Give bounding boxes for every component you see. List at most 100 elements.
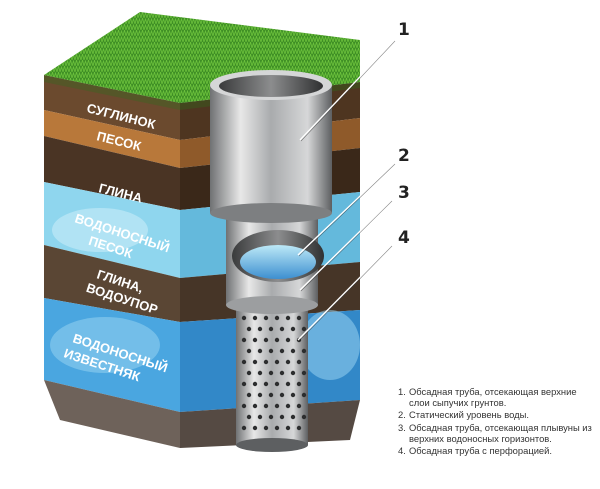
perforation-hole <box>274 403 280 409</box>
perforation-hole <box>257 348 263 354</box>
perforation-hole <box>257 370 263 376</box>
perforation-hole <box>268 348 274 354</box>
perforation-hole <box>274 425 280 431</box>
perforation-hole <box>252 315 258 321</box>
leader-2 <box>297 162 396 256</box>
perforation-hole <box>285 403 291 409</box>
leader-1 <box>299 39 396 141</box>
perforation-hole <box>285 337 291 343</box>
legend-text: Обсадная труба с перфорацией. <box>409 445 552 457</box>
legend-num: 4. <box>398 445 406 457</box>
perforation-hole <box>246 326 252 332</box>
perforation-hole <box>241 337 247 343</box>
legend-num: 1. <box>398 386 406 397</box>
perforation-hole <box>279 392 285 398</box>
upper-pipe <box>210 85 332 213</box>
perforation-hole <box>296 381 302 387</box>
perforation-hole <box>301 392 307 398</box>
perforation-hole <box>290 370 296 376</box>
perforation-hole <box>263 315 269 321</box>
perforation-hole <box>296 359 302 365</box>
perforation-hole <box>290 414 296 420</box>
upper-pipe-bottom <box>210 203 332 223</box>
perforation-hole <box>274 337 280 343</box>
callout-number-2: 2 <box>398 146 410 166</box>
perforation-hole <box>257 326 263 332</box>
perforation-hole <box>252 381 258 387</box>
perforation-hole <box>279 326 285 332</box>
leader-3 <box>299 199 393 291</box>
perforation-hole <box>263 425 269 431</box>
perforation-hole <box>296 403 302 409</box>
perforation-hole <box>241 315 247 321</box>
perforation-hole <box>274 359 280 365</box>
perforation-hole <box>252 337 258 343</box>
perforation-hole <box>290 326 296 332</box>
callout-lines-shadow <box>298 40 396 342</box>
perforation-hole <box>246 370 252 376</box>
layer-sand <box>44 110 180 168</box>
water-splash <box>300 310 360 380</box>
legend-item: 4.Обсадная труба с перфорацией. <box>398 445 594 456</box>
perforation-hole <box>268 414 274 420</box>
perforation-hole <box>246 414 252 420</box>
perforation-hole <box>263 381 269 387</box>
legend-item: 1.Обсадная труба, отсекающая верхние сло… <box>398 386 594 408</box>
perforation-hole <box>252 425 258 431</box>
perforation-hole <box>285 381 291 387</box>
legend-text: Обсадная труба, отсекающая верхние слои … <box>409 386 577 409</box>
layer-clay <box>44 136 180 210</box>
perforated-pipe-bottom <box>236 438 308 452</box>
layer-bedrock <box>44 380 180 448</box>
perforation-hole <box>290 348 296 354</box>
legend-text: Статический уровень воды. <box>409 409 529 421</box>
perforation-hole <box>301 326 307 332</box>
perforation-hole <box>241 381 247 387</box>
layer-aquifer-limestone <box>44 298 180 412</box>
perforation-hole <box>285 359 291 365</box>
perforation-hole <box>246 392 252 398</box>
perforation-hole <box>279 414 285 420</box>
perforation-hole <box>263 359 269 365</box>
perforation-hole <box>268 370 274 376</box>
callout-number-1: 1 <box>398 20 410 40</box>
perforation-hole <box>252 403 258 409</box>
legend-item: 2.Статический уровень воды. <box>398 409 594 420</box>
perforation-hole <box>257 414 263 420</box>
perforation-holes <box>241 315 307 431</box>
perforation-hole <box>279 370 285 376</box>
leader-4 <box>297 244 393 341</box>
perforation-hole <box>301 414 307 420</box>
legend-text: Обсадная труба, отсекающая плывуны из ве… <box>409 421 592 444</box>
callout-number-3: 3 <box>398 183 410 203</box>
perforation-hole <box>246 348 252 354</box>
perforation-hole <box>296 337 302 343</box>
perforation-hole <box>296 315 302 321</box>
perforation-hole <box>301 370 307 376</box>
legend-item: 3.Обсадная труба, отсекающая плывуны из … <box>398 422 594 444</box>
perforation-hole <box>274 381 280 387</box>
perforation-hole <box>241 403 247 409</box>
perforation-hole <box>252 359 258 365</box>
perforation-hole <box>257 392 263 398</box>
layer-loam <box>44 75 180 140</box>
well-casing <box>210 70 332 452</box>
perforation-hole <box>274 315 280 321</box>
static-water-level <box>240 245 316 279</box>
legend-list: 1.Обсадная труба, отсекающая верхние сло… <box>398 386 594 457</box>
upper-pipe-opening <box>219 75 323 97</box>
perforation-hole <box>285 425 291 431</box>
perforation-hole <box>268 326 274 332</box>
perforation-hole <box>241 359 247 365</box>
perforation-hole <box>279 348 285 354</box>
callout-lines <box>297 39 396 341</box>
water-splash <box>52 208 148 252</box>
middle-pipe-rim <box>226 296 318 314</box>
legend-num: 2. <box>398 409 406 421</box>
perforation-hole <box>290 392 296 398</box>
legend-num: 3. <box>398 421 406 433</box>
layer-clay-aquitard <box>44 245 180 322</box>
perforation-hole <box>263 337 269 343</box>
water-splash <box>50 317 160 373</box>
